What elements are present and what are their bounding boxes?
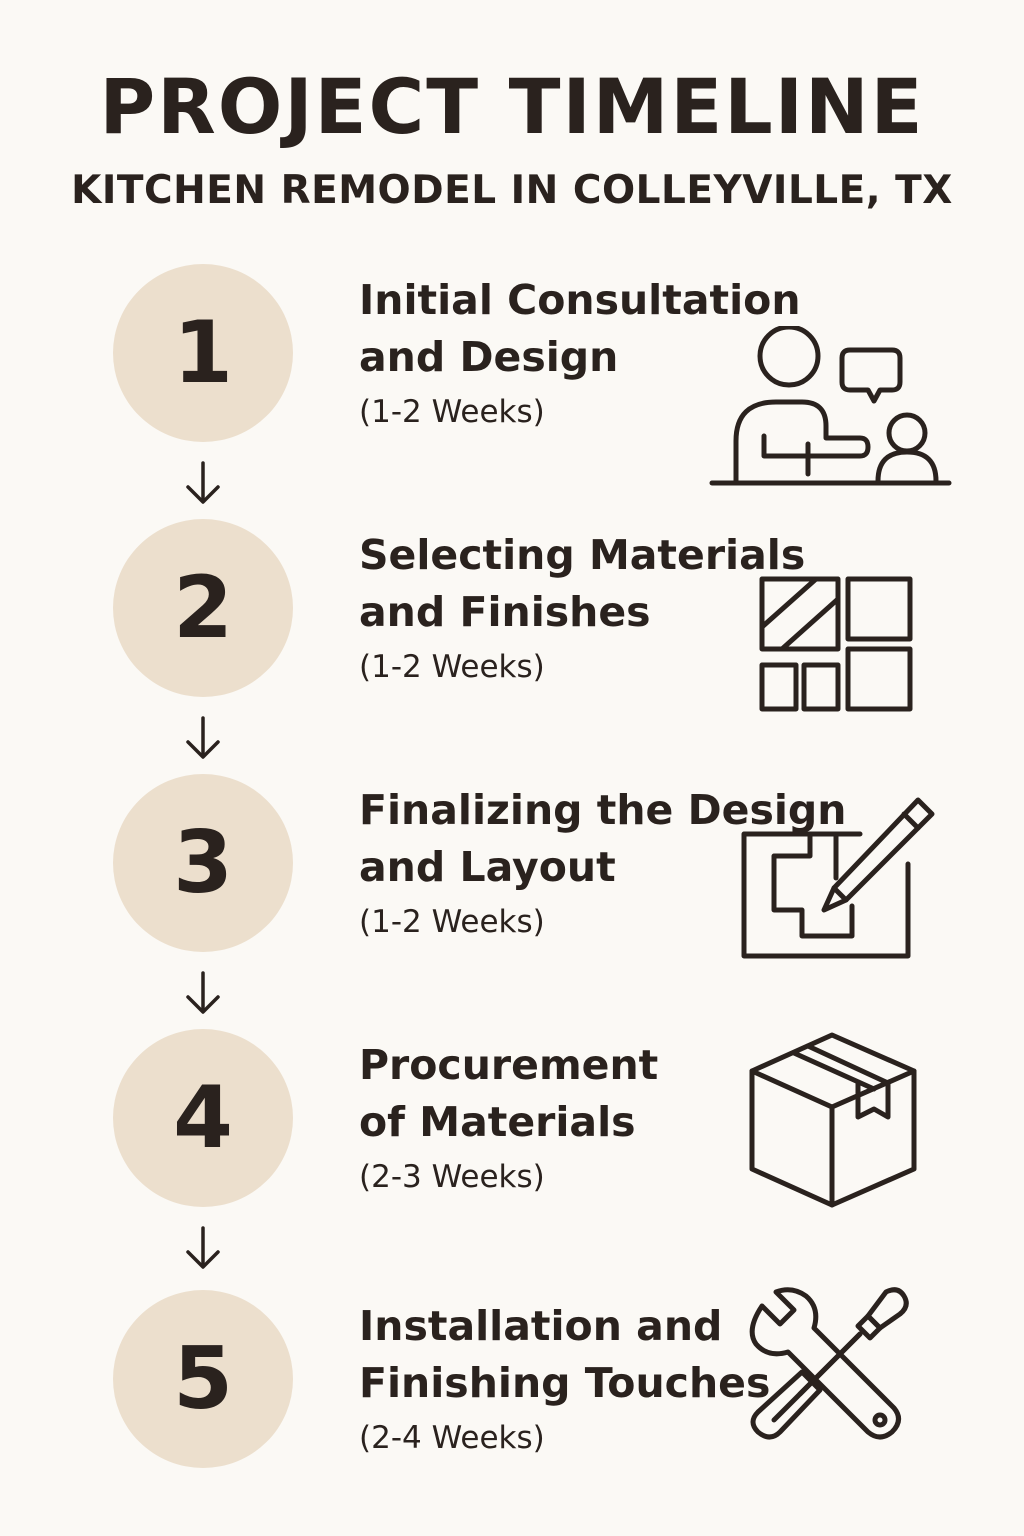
step-number-circle: 2 — [113, 519, 293, 697]
down-arrow-icon — [186, 1226, 220, 1269]
step-duration: (1-2 Weeks) — [359, 649, 545, 685]
timeline-step-4: 4 Procurement of Materials (2-3 Weeks) — [0, 1029, 1024, 1209]
step-number-circle: 4 — [113, 1029, 293, 1207]
timeline-step-1: 1 Initial Consultation and Design (1-2 W… — [0, 264, 1024, 486]
step-number-circle: 3 — [113, 774, 293, 952]
page-subtitle: KITCHEN REMODEL IN COLLEYVILLE, TX — [71, 168, 953, 213]
down-arrow-icon — [186, 461, 220, 504]
down-arrow-icon — [186, 971, 220, 1014]
step-title-line1: Finalizing the Design — [359, 786, 847, 834]
step-duration: (2-4 Weeks) — [359, 1420, 545, 1456]
step-title-line1: Selecting Materials — [359, 531, 806, 579]
step-number-circle: 5 — [113, 1290, 293, 1468]
step-title-line1: Initial Consultation — [359, 276, 801, 324]
timeline-step-5: 5 Installation and Finishing Touches (2-… — [0, 1287, 1024, 1470]
box-icon — [749, 1032, 917, 1208]
step-title-line2: and Finishes — [359, 588, 651, 636]
step-number: 2 — [173, 558, 233, 658]
step-number: 3 — [173, 813, 233, 913]
step-number: 4 — [173, 1068, 233, 1168]
down-arrow-icon — [186, 716, 220, 759]
step-duration: (2-3 Weeks) — [359, 1159, 545, 1195]
step-number-circle: 1 — [113, 264, 293, 442]
timeline-step-2: 2 Selecting Materials and Finishes (1-2 … — [0, 519, 1024, 712]
step-text: Installation and Finishing Touches (2-4 … — [359, 1298, 819, 1460]
tile-samples-icon — [759, 576, 913, 712]
floor-plan-pencil-icon — [741, 797, 935, 959]
step-text: Initial Consultation and Design (1-2 Wee… — [359, 272, 819, 434]
wrench-screwdriver-icon — [749, 1287, 909, 1440]
step-duration: (1-2 Weeks) — [359, 394, 545, 430]
step-text: Procurement of Materials (2-3 Weeks) — [359, 1037, 819, 1199]
step-title-line2: and Design — [359, 333, 619, 381]
step-title-line1: Installation and — [359, 1302, 723, 1350]
step-number: 1 — [173, 303, 233, 403]
page-title: PROJECT TIMELINE — [99, 62, 925, 151]
step-number: 5 — [173, 1329, 233, 1429]
step-title-line2: Finishing Touches — [359, 1359, 771, 1407]
step-text: Selecting Materials and Finishes (1-2 We… — [359, 527, 819, 689]
timeline-step-3: 3 Finalizing the Design and Layout (1-2 … — [0, 774, 1024, 959]
step-title-line1: Procurement — [359, 1041, 659, 1089]
step-duration: (1-2 Weeks) — [359, 904, 545, 940]
step-title-line2: and Layout — [359, 843, 616, 891]
consultation-icon — [709, 326, 952, 486]
step-title-line2: of Materials — [359, 1098, 636, 1146]
step-text: Finalizing the Design and Layout (1-2 We… — [359, 782, 847, 944]
